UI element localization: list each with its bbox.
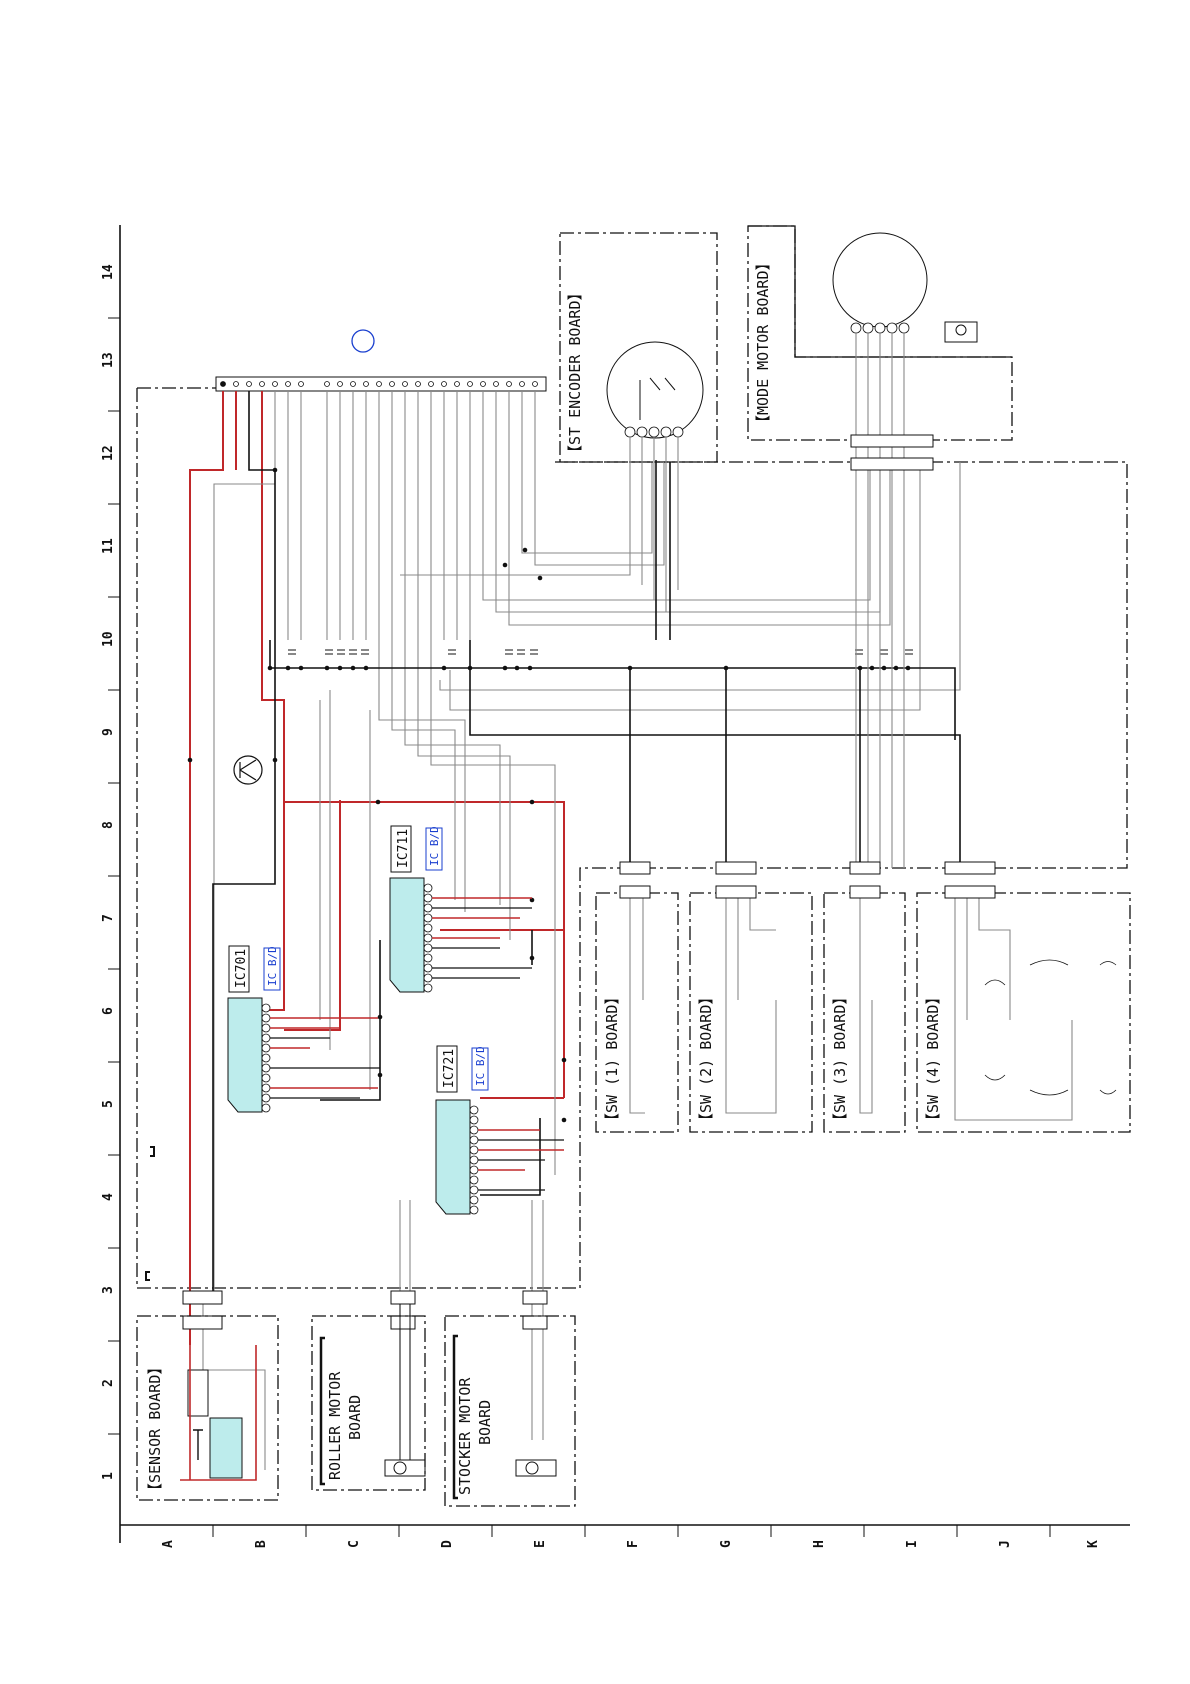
roller-motor-icon bbox=[394, 1462, 406, 1474]
row-tick-1: 1 bbox=[101, 1472, 116, 1480]
bottom-connectors bbox=[183, 1291, 547, 1329]
stocker-motor-label-b: BOARD bbox=[476, 1400, 494, 1445]
stocker-motor-label-a: STOCKER MOTOR bbox=[456, 1377, 474, 1495]
sw4-board: 【SW (4) BOARD】 bbox=[917, 862, 1130, 1132]
row-tick-labels: 1 2 3 4 5 6 7 8 9 10 11 12 13 14 bbox=[101, 264, 116, 1480]
reference-circle bbox=[352, 330, 374, 352]
row-tick-7: 7 bbox=[101, 914, 116, 922]
ic721-label: IC721 bbox=[442, 1049, 457, 1088]
col-tick-g: G bbox=[719, 1540, 734, 1548]
col-tick-b: B bbox=[254, 1540, 269, 1548]
col-tick-h: H bbox=[812, 1540, 827, 1548]
black-traces bbox=[213, 391, 960, 1298]
mode-motor-label: 【MODE MOTOR BOARD】 bbox=[754, 256, 772, 431]
junction-dots bbox=[188, 468, 911, 1123]
stocker-motor-icon bbox=[526, 1462, 538, 1474]
roller-motor-label-a: ROLLER MOTOR bbox=[326, 1371, 344, 1480]
st-encoder-label: 【ST ENCODER BOARD】 bbox=[566, 286, 584, 461]
roller-motor-label-b: BOARD bbox=[346, 1395, 364, 1440]
mode-motor-board: 【MODE MOTOR BOARD】 bbox=[748, 226, 1012, 868]
roller-motor-board: ROLLER MOTOR BOARD bbox=[312, 1304, 425, 1490]
sw2-label: 【SW (2) BOARD】 bbox=[697, 990, 715, 1128]
col-tick-j: J bbox=[998, 1540, 1013, 1548]
row-tick-9: 9 bbox=[101, 728, 116, 736]
ic701-bd-label: IC B/D bbox=[266, 946, 279, 986]
ic721-label-box: IC721 IC B/D bbox=[437, 1046, 488, 1092]
row-tick-13: 13 bbox=[101, 352, 116, 368]
red-traces bbox=[190, 391, 564, 1345]
ic701-label: IC701 bbox=[234, 949, 249, 988]
top-connector bbox=[216, 377, 546, 391]
col-tick-k: K bbox=[1086, 1540, 1101, 1548]
col-tick-c: C bbox=[347, 1540, 362, 1548]
sw1-label: 【SW (1) BOARD】 bbox=[603, 990, 621, 1128]
sw3-board: 【SW (3) BOARD】 bbox=[824, 862, 905, 1132]
sw4-label: 【SW (4) BOARD】 bbox=[924, 990, 942, 1128]
main-board-outline bbox=[137, 388, 1127, 1288]
row-tick-12: 12 bbox=[101, 445, 116, 461]
ic711-label-box: IC711 IC B/D bbox=[391, 826, 442, 872]
row-tick-11: 11 bbox=[101, 538, 116, 554]
row-tick-3: 3 bbox=[101, 1286, 116, 1294]
ic711-chip bbox=[390, 878, 432, 992]
sw2-board: 【SW (2) BOARD】 bbox=[690, 862, 812, 1132]
ic711-bd-label: IC B/D bbox=[428, 826, 441, 866]
row-tick-4: 4 bbox=[101, 1193, 116, 1201]
col-tick-d: D bbox=[440, 1540, 455, 1548]
capacitor-marks bbox=[288, 650, 913, 654]
row-ticks bbox=[108, 318, 120, 1434]
main-board-brackets bbox=[146, 1147, 154, 1280]
stocker-motor-board: STOCKER MOTOR BOARD bbox=[445, 1316, 575, 1506]
ic701-chip bbox=[228, 998, 270, 1112]
row-tick-6: 6 bbox=[101, 1007, 116, 1015]
row-tick-10: 10 bbox=[101, 631, 116, 647]
sensor-board: 【SENSOR BOARD】 bbox=[137, 1316, 278, 1500]
row-tick-5: 5 bbox=[101, 1100, 116, 1108]
ic721-chip bbox=[436, 1100, 478, 1214]
row-tick-14: 14 bbox=[101, 264, 116, 280]
sw3-label: 【SW (3) BOARD】 bbox=[831, 990, 849, 1128]
sw1-board: 【SW (1) BOARD】 bbox=[596, 862, 678, 1132]
transistor-q bbox=[234, 756, 262, 784]
gray-traces bbox=[203, 391, 960, 1470]
col-tick-labels: A B C D E F G H I J K bbox=[161, 1540, 1101, 1548]
ic711-label: IC711 bbox=[396, 829, 411, 868]
ic701-label-box: IC701 IC B/D bbox=[229, 946, 280, 992]
col-tick-a: A bbox=[161, 1540, 176, 1548]
col-tick-f: F bbox=[626, 1540, 641, 1548]
sensor-board-label: 【SENSOR BOARD】 bbox=[146, 1360, 164, 1498]
col-tick-i: I bbox=[905, 1540, 920, 1548]
mode-motor-icon bbox=[956, 325, 966, 335]
row-tick-8: 8 bbox=[101, 821, 116, 829]
ic721-bd-label: IC B/D bbox=[474, 1046, 487, 1086]
col-tick-e: E bbox=[533, 1540, 548, 1548]
row-tick-2: 2 bbox=[101, 1379, 116, 1387]
col-ticks bbox=[213, 1525, 1050, 1537]
